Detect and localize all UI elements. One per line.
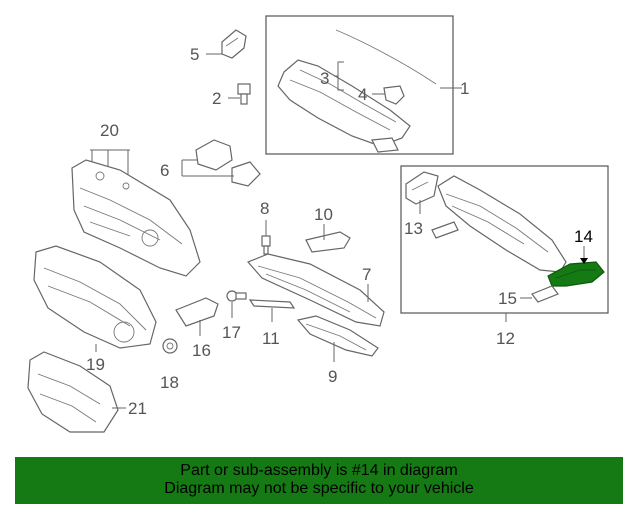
callout-10: 10 [314,205,333,224]
callout-1: 1 [460,79,469,98]
parts-diagram: 1 3 4 5 2 20 6 19 [27,15,609,433]
part-10-bracket[interactable] [305,231,351,253]
callout-21: 21 [128,399,147,418]
part-5-bracket[interactable] [221,29,247,59]
callout-18: 18 [160,373,179,392]
part-19-insulator[interactable] [33,245,157,349]
part-15-seal[interactable] [531,285,559,303]
banner-line-1: Part or sub-assembly is #14 in diagram [180,462,458,479]
callout-4: 4 [358,85,367,104]
group-box-1 [265,15,454,155]
part-14-highlighted[interactable] [547,261,605,287]
part-17-bolt[interactable] [226,290,247,302]
part-16-bracket[interactable] [175,297,219,327]
callout-2: 2 [212,89,221,108]
part-8-bolt[interactable] [261,235,271,255]
part-21-silencer[interactable] [27,351,119,433]
part-13-bracket[interactable] [405,171,439,205]
part-12-cowl-panel[interactable] [437,175,567,273]
callout-15: 15 [498,289,517,308]
callout-19: 19 [86,355,105,374]
callout-20: 20 [100,121,119,140]
part-1-cowl-panel[interactable] [277,29,437,153]
part-18-nut[interactable] [162,338,178,354]
part-13b-seal[interactable] [431,221,459,239]
part-9-panel[interactable] [296,315,379,357]
part-11-seal[interactable] [248,299,296,309]
callout-14: 14 [574,227,593,246]
part-7-cowl-panel[interactable] [246,253,385,327]
callout-12: 12 [496,329,515,348]
callout-5: 5 [190,45,199,64]
callout-7: 7 [362,265,371,284]
info-banner: Part or sub-assembly is #14 in diagram D… [15,457,623,504]
callout-16: 16 [192,341,211,360]
part-2-clip[interactable] [237,83,251,105]
callout-17: 17 [222,323,241,342]
callout-3: 3 [320,69,329,88]
group-box-12 [400,165,609,314]
banner-line-2: Diagram may not be specific to your vehi… [164,480,474,497]
part-6-bracket[interactable] [195,139,261,187]
callout-9: 9 [328,367,337,386]
part-4-clip[interactable] [383,85,405,105]
callout-6: 6 [160,161,169,180]
part-dash-panel[interactable] [71,159,201,277]
callout-8: 8 [260,199,269,218]
callout-11: 11 [262,329,280,348]
callout-13: 13 [404,219,423,238]
